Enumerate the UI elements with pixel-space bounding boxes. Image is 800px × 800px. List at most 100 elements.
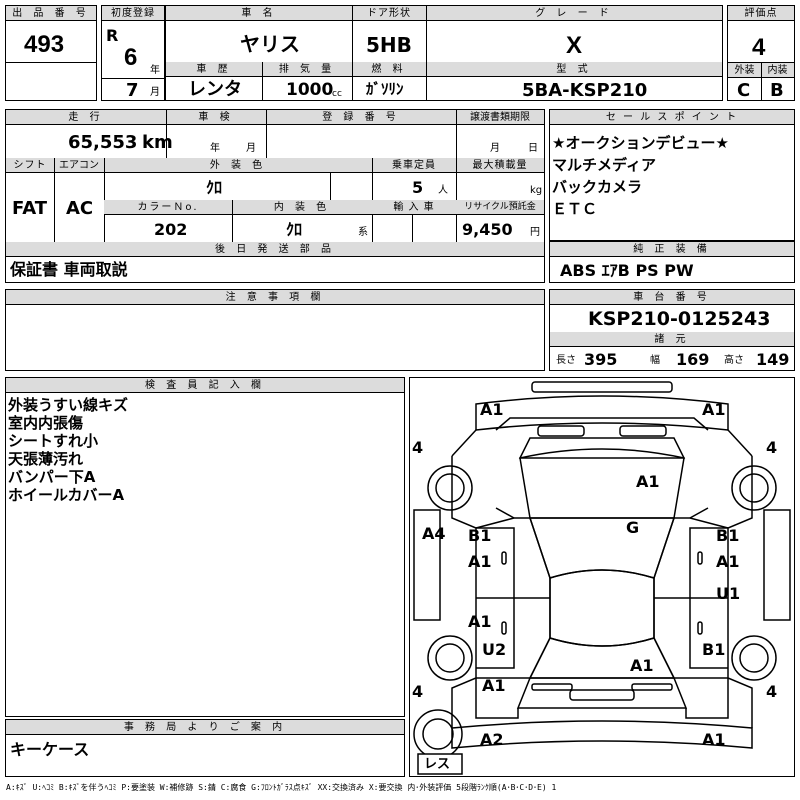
inspector-line: 室内内張傷 [8,414,84,432]
first-registration-box: 初度登録 R 6 年 7 月 [101,5,165,101]
mileage-value: 65,553 [68,132,138,153]
vehicle-details-box: 走 行 車 検 登 録 番 号 譲渡書類期限 65,553 km 年 月 月 日… [5,109,545,283]
inspector-line: 天張薄汚れ [8,450,84,468]
inspector-line: ホイールカバーA [8,486,125,504]
lot-label: 出 品 番 号 [6,6,96,21]
mark-left-fender: A4 [422,524,446,543]
accessories-label: 後 日 発 送 部 品 [6,242,544,257]
ext-grade-value: C [737,80,751,101]
shift-label: シフト [6,158,54,173]
equipment-label: 純 正 装 備 [550,242,794,257]
grade-label: グ レ ー ド [426,6,722,21]
transfer-day-unit: 日 [528,143,538,154]
mark-rear-left: A2 [480,730,504,749]
color-label: 外 装 色 [104,158,372,173]
tire-rear-right: 4 [766,682,778,701]
mileage-unit: km [142,132,173,153]
shift-value: FAT [12,198,48,219]
car-info-box: 車 名 ドア形状 グ レ ー ド ヤリス 5HB X 車 歴 排 気 量 燃 料… [165,5,723,101]
score-box: 評価点 4 外装 内装 C B [727,5,795,101]
accessories-value: 保証書 車両取説 [10,260,128,279]
notes-box: 注 意 事 項 欄 [5,289,545,371]
office-box: 事 務 局 よ り ご 案 内 キーケース [5,719,405,777]
door-value: 5HB [366,33,412,57]
inspector-line: シートすれ小 [8,432,99,450]
capacity-value: 5 [412,178,424,197]
sales-point-box: セ ー ル ス ポ イ ン ト ★オークションデビュー★ マルチメディア バック… [549,109,795,241]
mark-front-left: A1 [480,400,504,419]
office-value: キーケース [10,740,90,759]
lot-value: 493 [24,31,65,58]
fuel-value: ｶﾞｿﾘﾝ [366,80,404,98]
door-label: ドア形状 [352,6,426,21]
displacement-label: 排 気 量 [262,62,352,77]
car-name-label: 車 名 [166,6,352,21]
int-grade-label: 内装 [761,63,794,78]
inspector-box: 検 査 員 記 入 欄 外装うすい線キズ 室内内張傷 シートすれ小 天張薄汚れ … [5,377,405,717]
chassis-box: 車 台 番 号 KSP210-0125243 諸 元 長さ 395 幅 169 … [549,289,795,371]
history-value: レンタ [188,79,242,100]
fuel-label: 燃 料 [352,62,426,77]
sales-line: マルチメディア [552,156,656,174]
colorno-value: 202 [154,220,188,239]
office-label: 事 務 局 よ り ご 案 内 [6,720,404,735]
inspector-line: 外装うすい線キズ [8,396,129,414]
mileage-label: 走 行 [6,110,166,125]
model-label: 型 式 [426,62,722,77]
reg-year-value: 6 [124,44,138,71]
grade-value: X [566,32,583,59]
regno-label: 登 録 番 号 [266,110,456,125]
tire-front-left: 4 [412,438,424,457]
ac-value: AC [66,198,94,219]
mark-front-right: A1 [702,400,726,419]
color-value: ｸﾛ [206,178,223,197]
year-unit: 年 [150,65,160,76]
int-grade-value: B [770,80,784,101]
lot-box: 出 品 番 号 493 [5,5,97,101]
inspection-label: 車 検 [166,110,266,125]
model-value: 5BA-KSP210 [522,80,648,101]
era-value: R [106,26,119,45]
load-unit: kg [530,185,543,196]
mark-right-front-door: A1 [716,552,740,571]
insp-year-unit: 年 [210,143,220,154]
first-reg-label: 初度登録 [102,6,164,21]
load-label: 最大積載量 [456,158,544,173]
legend-text: A:ｷｽﾞ U:ﾍｺﾐ B:ｷｽﾞを伴うﾍｺﾐ P:要塗装 W:補修跡 S:錆 … [6,783,557,792]
displacement-value: 1000 [286,80,334,100]
mark-left-rear-quarter: U2 [482,640,507,659]
month-unit: 月 [150,87,160,98]
recycle-label: リサイクル預託金 [456,200,544,215]
recycle-unit: 円 [530,227,540,238]
equipment-box: 純 正 装 備 ABS ｴｱB PS PW [549,241,795,283]
insp-month-unit: 月 [246,143,256,154]
mark-right-front-door-top: B1 [716,526,740,545]
mark-left-rear-lower: A1 [482,676,506,695]
ac-label: エアコン [54,158,104,173]
car-name-value: ヤリス [240,32,300,56]
interior-unit: 系 [358,227,368,238]
import-label: 輸 入 車 [372,200,456,215]
colorno-label: カラーＮo. [104,200,232,215]
score-value: 4 [752,34,766,61]
tire-front-right: 4 [766,438,778,457]
chassis-label: 車 台 番 号 [550,290,794,305]
transfer-month-unit: 月 [490,143,500,154]
width-value: 169 [676,350,710,369]
mark-left-rear-door: A1 [468,612,492,631]
spare-tire-value: レス [424,757,451,772]
notes-label: 注 意 事 項 欄 [6,290,544,305]
chassis-value: KSP210-0125243 [588,308,771,330]
displacement-unit: cc [332,89,342,99]
sales-line: バックカメラ [552,178,643,196]
sales-label: セ ー ル ス ポ イ ン ト [550,110,794,125]
width-label: 幅 [650,355,660,366]
inspector-line: バンパー下A [8,468,96,486]
mark-right-rear-door: U1 [716,584,741,603]
transfer-label: 譲渡書類期限 [456,110,544,125]
recycle-value: 9,450 [462,220,513,239]
mark-rear-right: A1 [702,730,726,749]
ext-grade-label: 外装 [728,63,761,78]
tire-rear-left: 4 [412,682,424,701]
mark-left-front-door: A1 [468,552,492,571]
